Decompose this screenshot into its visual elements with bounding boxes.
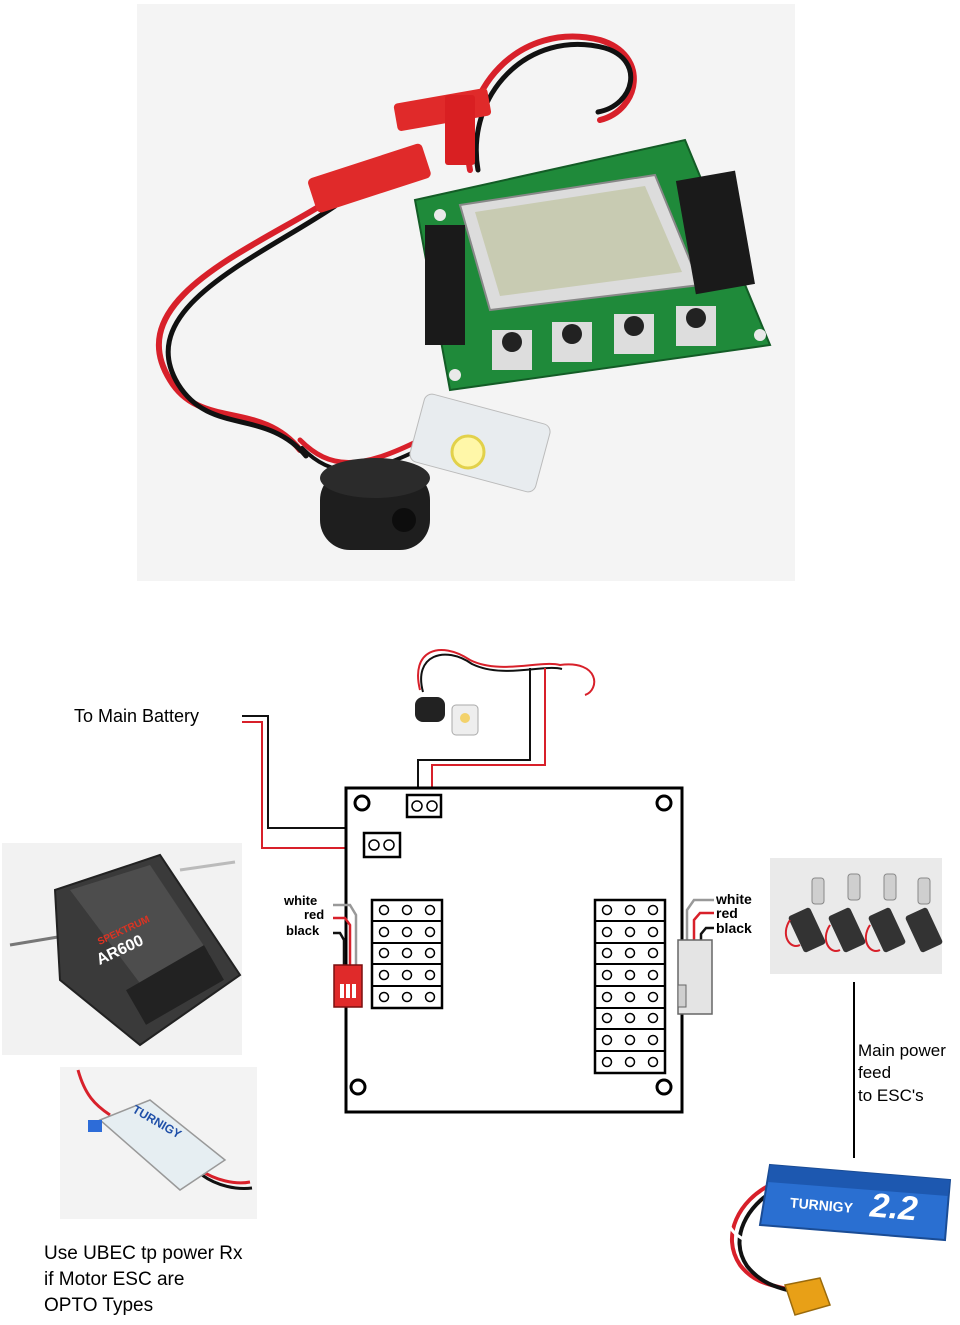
ubec-note: Use UBEC tp power Rx if Motor ESC are OP… — [44, 1243, 243, 1316]
esc-lead — [685, 898, 714, 940]
mount-hole — [655, 1078, 673, 1096]
mount-hole — [449, 369, 461, 381]
svg-text:red: red — [304, 907, 324, 922]
svg-text:white: white — [715, 891, 752, 907]
mount-hole — [655, 794, 673, 812]
buzzer-connector — [405, 793, 443, 819]
mount-hole — [754, 329, 766, 341]
white-servo-plug — [677, 939, 713, 1015]
esc-header — [593, 898, 667, 1075]
battery-capacity-label: 2.2 — [868, 1186, 919, 1228]
mount-hole — [349, 1078, 367, 1096]
receiver-lead — [333, 903, 358, 965]
svg-text:feed: feed — [858, 1063, 891, 1082]
svg-text:white: white — [283, 893, 317, 908]
lcd-display — [458, 173, 702, 312]
svg-text:black: black — [286, 923, 320, 938]
push-button-icon — [492, 306, 716, 370]
svg-text:red: red — [716, 905, 738, 921]
pin-header-icon — [425, 170, 755, 345]
board-photo — [137, 4, 795, 581]
battery-brand-label: TURNIGY — [789, 1194, 854, 1215]
mount-hole — [434, 209, 446, 221]
buzzer-icon — [320, 458, 430, 550]
main-battery-label: To Main Battery — [74, 706, 199, 726]
led-icon — [409, 393, 551, 493]
esc-note: Main power feed to ESC's — [858, 1041, 946, 1105]
wire-labels-right: white red black — [715, 891, 752, 936]
jst-connector-icon — [445, 95, 475, 165]
receiver-header — [370, 898, 444, 1010]
buzzer-led-thumbnail — [415, 649, 596, 736]
svg-text:Main power: Main power — [858, 1041, 946, 1060]
receiver-photo: SPEKTRUM AR600 — [2, 843, 242, 1055]
buzzer-lead — [417, 668, 546, 805]
svg-text:to ESC's: to ESC's — [858, 1086, 924, 1105]
jst-connector-icon — [308, 143, 431, 213]
svg-text:black: black — [716, 920, 752, 936]
red-servo-plug — [333, 964, 363, 1008]
battery-connector — [362, 831, 402, 859]
svg-text:OPTO Types: OPTO Types — [44, 1295, 153, 1316]
battery-photo: TURNIGY 2.2 — [724, 1163, 952, 1316]
svg-text:Use UBEC tp power Rx: Use UBEC tp power Rx — [44, 1243, 243, 1264]
mount-hole — [353, 794, 371, 812]
esc-photo — [770, 858, 943, 974]
ubec-photo: TURNIGY — [60, 1067, 257, 1219]
xt60-connector-icon — [784, 1277, 831, 1316]
wire-labels-left: white red black — [283, 893, 324, 938]
svg-text:if Motor ESC are: if Motor ESC are — [44, 1269, 184, 1290]
